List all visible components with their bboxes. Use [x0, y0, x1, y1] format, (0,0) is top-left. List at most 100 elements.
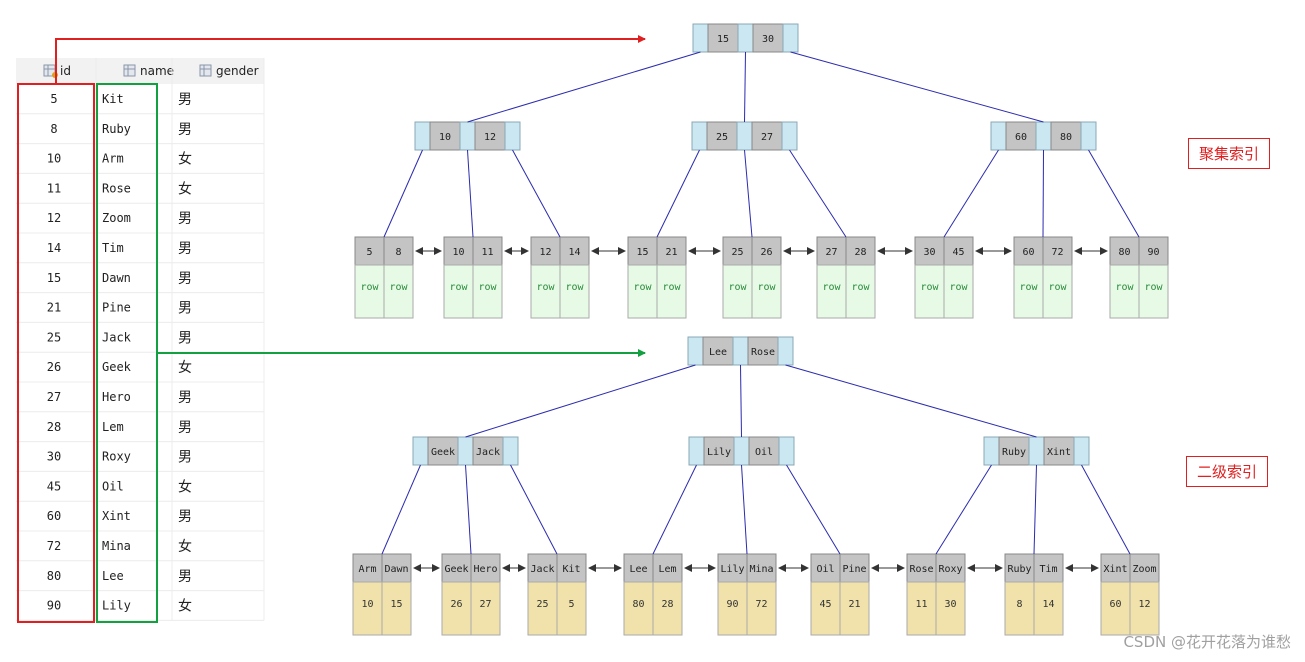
clustered-tree-edge: [467, 149, 474, 238]
id-cell: [441, 581, 472, 636]
id-cell: [746, 581, 777, 636]
leaf-id-value: 21: [848, 599, 860, 610]
row-data: row: [360, 282, 379, 293]
node-key: Jack: [476, 447, 500, 458]
key-cell: [427, 436, 459, 466]
secondary-leaf-node: [1100, 553, 1160, 636]
row-cell: [530, 264, 561, 319]
pointer-cell: [733, 436, 750, 466]
leaf-key: 12: [539, 247, 551, 258]
pointer-cell: [504, 121, 521, 151]
clustered-tree-edge: [943, 149, 999, 238]
table-cell-gender: 女: [178, 478, 192, 495]
table-cell-name: Arm: [102, 152, 124, 166]
table-cell-name: Zoom: [102, 211, 131, 225]
secondary-tree-edge: [1081, 464, 1131, 555]
node-key: 30: [762, 34, 774, 45]
leaf-id-value: 12: [1138, 599, 1150, 610]
row-data: row: [565, 282, 584, 293]
id-cell: [1129, 581, 1160, 636]
node-key: 12: [484, 132, 496, 143]
leaf-key: Kit: [562, 564, 580, 575]
row-data: row: [822, 282, 841, 293]
secondary-leaf-node: [527, 553, 587, 636]
leaf-id-value: 5: [568, 599, 574, 610]
leaf-id-value: 60: [1109, 599, 1121, 610]
row-cell: [472, 264, 503, 319]
leaf-id-value: 11: [915, 599, 927, 610]
leaf-key-cell: [1138, 236, 1169, 266]
pointer-cell: [782, 23, 799, 53]
leaf-id-value: 80: [632, 599, 644, 610]
key-cell: [1043, 436, 1075, 466]
id-cell: [527, 581, 558, 636]
clustered-leaf-node: [816, 236, 876, 319]
secondary-leaf-node: [352, 553, 412, 636]
table-cell-id: 12: [47, 211, 61, 225]
key-cell: [706, 121, 738, 151]
leaf-key: Jack: [530, 564, 554, 575]
leaf-key: 80: [1118, 247, 1130, 258]
clustered-leaf-node: [443, 236, 503, 319]
secondary-leaf-node: [1004, 553, 1064, 636]
node-key: Xint: [1047, 447, 1071, 458]
node-key: Rose: [751, 347, 775, 358]
secondary-tree-edge: [786, 464, 841, 555]
leaf-key-cell: [839, 553, 870, 583]
secondary-internal-node: [412, 436, 519, 466]
table-cell-name: Tim: [102, 241, 124, 255]
leaf-key: Tim: [1039, 564, 1057, 575]
row-data: row: [1144, 282, 1163, 293]
row-cell: [751, 264, 782, 319]
table-cell-id: 80: [47, 569, 61, 583]
leaf-key: Oil: [816, 564, 834, 575]
row-cell: [656, 264, 687, 319]
pointer-cell: [778, 436, 795, 466]
leaf-key: Ruby: [1007, 564, 1031, 575]
table-cell-id: 8: [50, 122, 57, 136]
table-cell-id: 28: [47, 420, 61, 434]
table-cell-id: 10: [47, 152, 61, 166]
pointer-cell: [1073, 436, 1090, 466]
table-cell-name: Jack: [102, 330, 132, 344]
table-cell-name: Mina: [102, 539, 131, 553]
row-data: row: [851, 282, 870, 293]
table-cell-gender: 女: [178, 598, 192, 615]
leaf-key: 26: [760, 247, 772, 258]
clustered-internal-node: [990, 121, 1097, 151]
key-cell: [474, 121, 506, 151]
pointer-cell: [990, 121, 1007, 151]
table-cell-name: Lem: [102, 420, 124, 434]
table-cell-gender: 女: [178, 180, 192, 197]
leaf-key-cell: [1004, 553, 1035, 583]
row-data: row: [728, 282, 747, 293]
leaf-key: 14: [568, 247, 580, 258]
row-data: row: [949, 282, 968, 293]
secondary-root-node: [687, 336, 794, 366]
table-cell-id: 30: [47, 450, 61, 464]
pointer-cell: [737, 23, 754, 53]
table-cell-gender: 男: [178, 509, 192, 525]
secondary-leaf-node: [441, 553, 501, 636]
secondary-tree-edge: [381, 464, 421, 555]
leaf-id-value: 28: [661, 599, 673, 610]
secondary-leaf-node: [906, 553, 966, 636]
table-cell-id: 45: [47, 479, 61, 493]
clustered-index-arrow: [55, 35, 646, 84]
clustered-leaf-node: [722, 236, 782, 319]
leaf-key-cell: [751, 236, 782, 266]
leaf-key-cell: [1129, 553, 1160, 583]
table-header-id: id: [60, 64, 71, 78]
pointer-cell: [502, 436, 519, 466]
pointer-cell: [1028, 436, 1045, 466]
row-data: row: [757, 282, 776, 293]
clustered-tree-edge: [1088, 149, 1140, 238]
table-cell-name: Ruby: [102, 122, 131, 136]
table-cell-gender: 女: [178, 151, 192, 168]
row-cell: [443, 264, 474, 319]
table-header-bg: [16, 58, 264, 84]
key-cell: [998, 436, 1030, 466]
leaf-key: Dawn: [384, 564, 408, 575]
clustered-index-label: 聚集索引: [1188, 138, 1271, 169]
